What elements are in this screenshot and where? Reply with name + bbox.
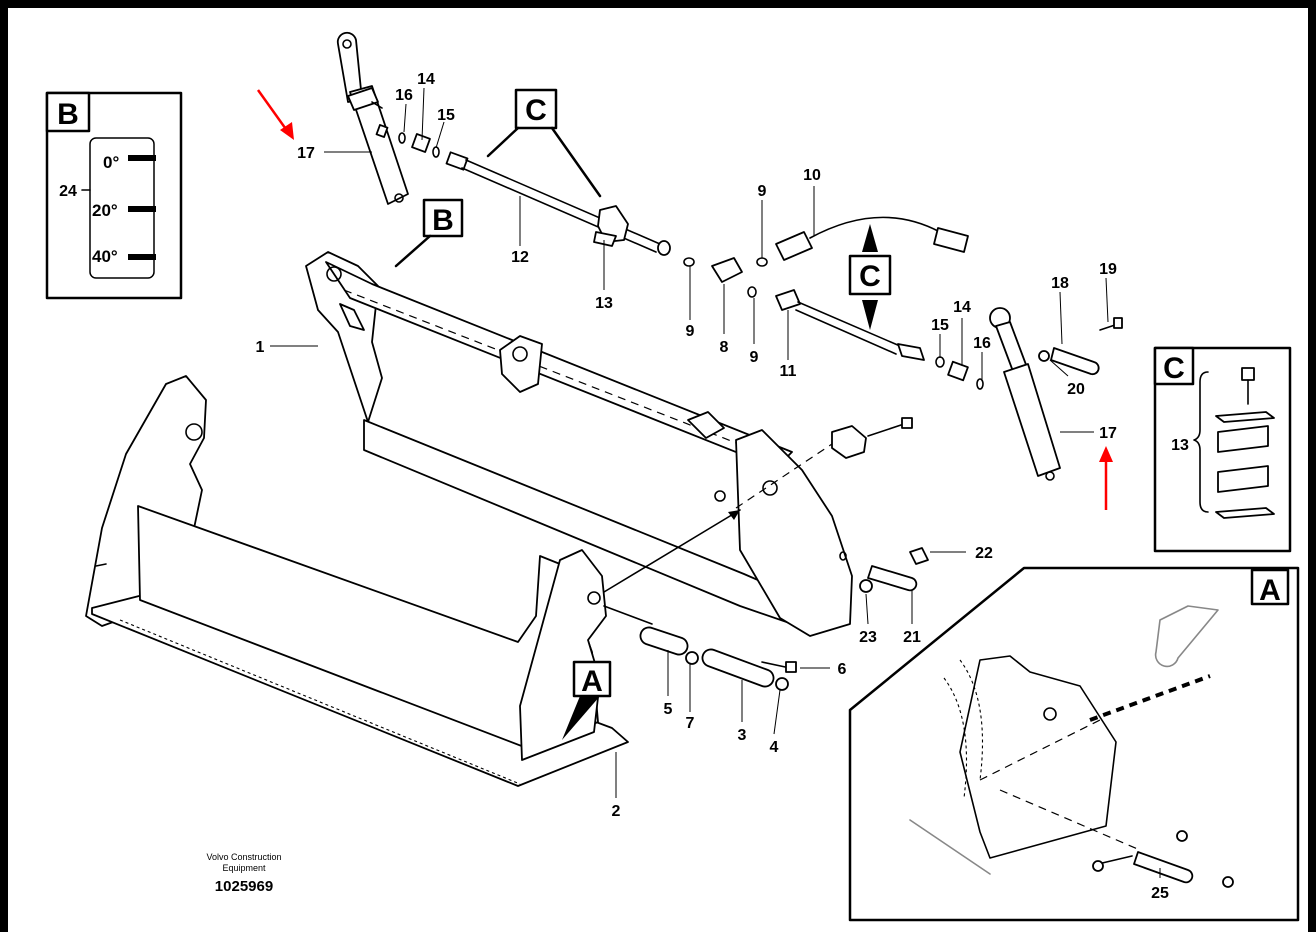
scale-20: 20° [92, 201, 118, 220]
callout-c-mid: C [848, 224, 892, 330]
label-25: 25 [1151, 885, 1169, 902]
label-9a: 9 [686, 323, 695, 340]
pin-18-bolt-19 [1038, 317, 1123, 376]
label-16a: 16 [395, 87, 413, 104]
detail-c-letter: C [1163, 352, 1185, 385]
callout-c-top-text: C [525, 94, 547, 127]
label-24: 24 [59, 183, 77, 200]
hose-11 [775, 289, 925, 361]
label-14a: 14 [417, 71, 435, 88]
fittings-center [657, 240, 768, 298]
pins-3-to-7 [603, 605, 797, 691]
label-20: 20 [1067, 381, 1085, 398]
footer: Volvo Construction Equipment 1025969 [206, 852, 281, 895]
label-13: 13 [595, 295, 613, 312]
label-3: 3 [738, 727, 747, 744]
company-line2: Equipment [222, 863, 266, 873]
label-18: 18 [1051, 275, 1069, 292]
label-1: 1 [256, 339, 265, 356]
scale-40: 40° [92, 247, 118, 266]
label-15a: 15 [437, 107, 455, 124]
callout-a-text: A [581, 665, 603, 698]
callout-b-text: B [432, 204, 454, 237]
guide-line [735, 443, 833, 509]
detail-a [848, 566, 1300, 922]
label-13-detail: 13 [1171, 437, 1189, 454]
guide-arrow [603, 509, 741, 593]
label-16b: 16 [973, 335, 991, 352]
label-9b: 9 [750, 349, 759, 366]
callout-c-top: C [486, 88, 602, 198]
label-7: 7 [686, 715, 695, 732]
label-17a: 17 [297, 145, 315, 162]
rubber-block [831, 417, 913, 459]
label-21: 21 [903, 629, 921, 646]
detail-b-letter: B [57, 98, 79, 131]
label-23: 23 [859, 629, 877, 646]
detail-b [45, 91, 183, 300]
label-10: 10 [803, 167, 821, 184]
label-2: 2 [612, 803, 621, 820]
callout-a: A [562, 660, 612, 740]
clamp-13 [593, 205, 629, 247]
hose-10 [775, 216, 969, 261]
pin-21-group [839, 547, 929, 593]
scale-0: 0° [103, 153, 119, 172]
label-14b: 14 [953, 299, 971, 316]
callout-c-mid-text: C [859, 260, 881, 293]
label-11: 11 [780, 363, 797, 380]
callout-b: B [394, 198, 464, 268]
drawing-number: 1025969 [215, 878, 273, 895]
part-labels: 1 2 3 4 5 6 7 8 9 9 9 10 11 12 13 14 14 … [59, 71, 1189, 902]
detail-c [1153, 346, 1292, 553]
label-5: 5 [664, 701, 673, 718]
label-4: 4 [770, 739, 779, 756]
label-19: 19 [1099, 261, 1117, 278]
leader-lines [270, 87, 1161, 878]
guide-arrowhead [728, 510, 740, 520]
label-15b: 15 [931, 317, 949, 334]
label-9c: 9 [758, 183, 767, 200]
red-arrow-icon [256, 89, 1113, 510]
label-22: 22 [975, 545, 993, 562]
label-17b: 17 [1099, 425, 1117, 442]
label-12: 12 [511, 249, 529, 266]
detail-a-letter: A [1259, 574, 1281, 607]
cylinder-left [336, 31, 409, 205]
label-6: 6 [838, 661, 847, 678]
frame-1 [305, 251, 853, 637]
company-line1: Volvo Construction [206, 852, 281, 862]
cylinder-right [989, 307, 1061, 481]
label-8: 8 [720, 339, 729, 356]
fittings-right [935, 356, 984, 390]
